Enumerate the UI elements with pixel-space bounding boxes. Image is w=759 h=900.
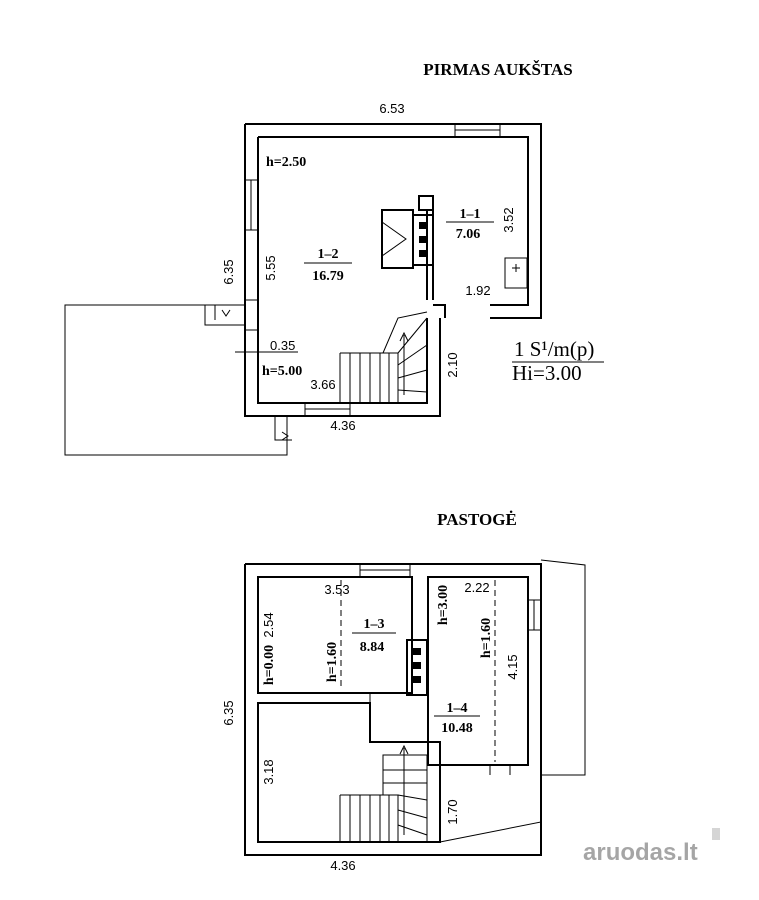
dim-right-height: 3.52 [501,207,516,232]
height-1-60-right: h=1.60 [479,618,494,658]
dim-3-66: 3.66 [310,377,335,392]
dim-attic-left: 6.35 [221,700,236,725]
first-floor-title: PIRMAS AUKŠTAS [423,60,572,79]
first-floor-plan: PIRMAS AUKŠTAS [64,60,604,456]
first-floor-stairs [339,311,428,403]
height-3-00: h=3.00 [436,585,451,625]
room-1-4-id: 1–4 [447,701,468,716]
room-1-2-area: 16.79 [312,269,344,284]
dim-3-53: 3.53 [324,582,349,597]
dim-0-35: 0.35 [270,338,295,353]
dim-left-height: 6.35 [221,259,236,284]
dim-2-54: 2.54 [261,612,276,637]
room-1-4-area: 10.48 [441,721,473,736]
dim-2-10: 2.10 [445,352,460,377]
ceiling-height-bottom: h=5.00 [262,364,302,379]
height-0-00: h=0.00 [262,645,277,685]
fireplace-symbol [381,195,434,269]
dim-top-width: 6.53 [379,101,404,116]
attic-walls [244,559,586,856]
chimney-symbol [406,639,428,696]
attic-plan: PASTOGĖ [221,510,586,873]
ceiling-height-top: h=2.50 [266,155,306,170]
dim-inner-left: 5.55 [263,255,278,280]
attic-title: PASTOGĖ [437,510,517,529]
dim-3-18: 3.18 [261,759,276,784]
height-1-60-left: h=1.60 [325,642,340,682]
dim-2-22: 2.22 [464,580,489,595]
dim-1-92: 1.92 [465,283,490,298]
dim-1-70: 1.70 [445,799,460,824]
room-1-2-id: 1–2 [318,247,339,262]
attic-stairs [339,744,428,842]
dim-attic-bottom: 4.36 [330,858,355,873]
room-1-1-id: 1–1 [460,207,481,222]
room-1-1-area: 7.06 [456,227,481,242]
watermark-text: aruodas.lt [583,839,698,866]
dim-bottom-width: 4.36 [330,418,355,433]
watermark-logo: aruodas.lt [583,828,720,866]
terrace-outline [64,304,292,456]
legend-line-1: 1 S¹/m(p) [514,337,594,361]
sink-symbol [504,257,528,289]
room-1-3-id: 1–3 [364,617,385,632]
legend-line-2: Hi=3.00 [512,361,582,385]
room-1-3-area: 8.84 [360,640,385,655]
dim-4-15: 4.15 [505,654,520,679]
